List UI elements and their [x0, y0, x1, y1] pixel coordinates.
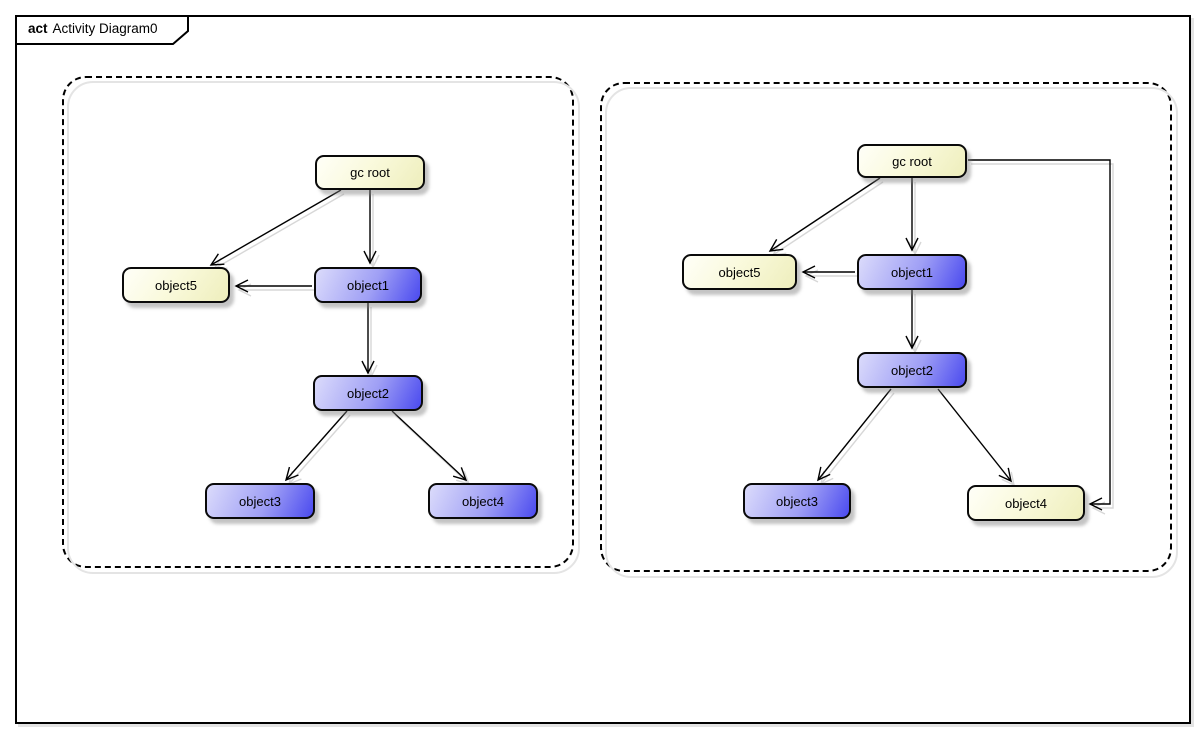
node-left-object2[interactable]: object2 [313, 375, 423, 411]
edge-left-object2-to-object3[interactable] [284, 410, 348, 482]
edge-right-object2-to-object4[interactable] [937, 388, 1012, 483]
edge-right-gcroot-to-object5[interactable] [768, 177, 881, 252]
edge-left-gcroot-to-object5[interactable] [209, 189, 342, 266]
node-right-object5[interactable]: object5 [682, 254, 797, 290]
frame-tab-shape [15, 15, 189, 45]
frame-tab-pentagon [15, 15, 189, 45]
edge-right-object2-to-object3[interactable] [817, 388, 892, 482]
node-right-object2[interactable]: object2 [857, 352, 967, 388]
node-right-object1[interactable]: object1 [857, 254, 967, 290]
node-right-object3[interactable]: object3 [743, 483, 851, 519]
node-right-gc-root[interactable]: gc root [857, 144, 967, 178]
edge-left-object2-to-object4[interactable] [391, 410, 468, 482]
frame-keyword: act [28, 21, 48, 36]
node-left-object1[interactable]: object1 [314, 267, 422, 303]
node-left-gc-root[interactable]: gc root [315, 155, 425, 190]
edge-right-gcroot-to-object4[interactable] [968, 159, 1111, 511]
node-left-object5[interactable]: object5 [122, 267, 230, 303]
frame-tab[interactable]: act Activity Diagram0 [15, 15, 191, 46]
node-left-object4[interactable]: object4 [428, 483, 538, 519]
uml-frame: act Activity Diagram0 [15, 15, 1191, 724]
edges [209, 159, 1111, 511]
frame-title: Activity Diagram0 [52, 21, 158, 36]
frame-tab-label: act Activity Diagram0 [28, 21, 158, 36]
node-right-object4[interactable]: object4 [967, 485, 1085, 521]
node-left-object3[interactable]: object3 [205, 483, 315, 519]
